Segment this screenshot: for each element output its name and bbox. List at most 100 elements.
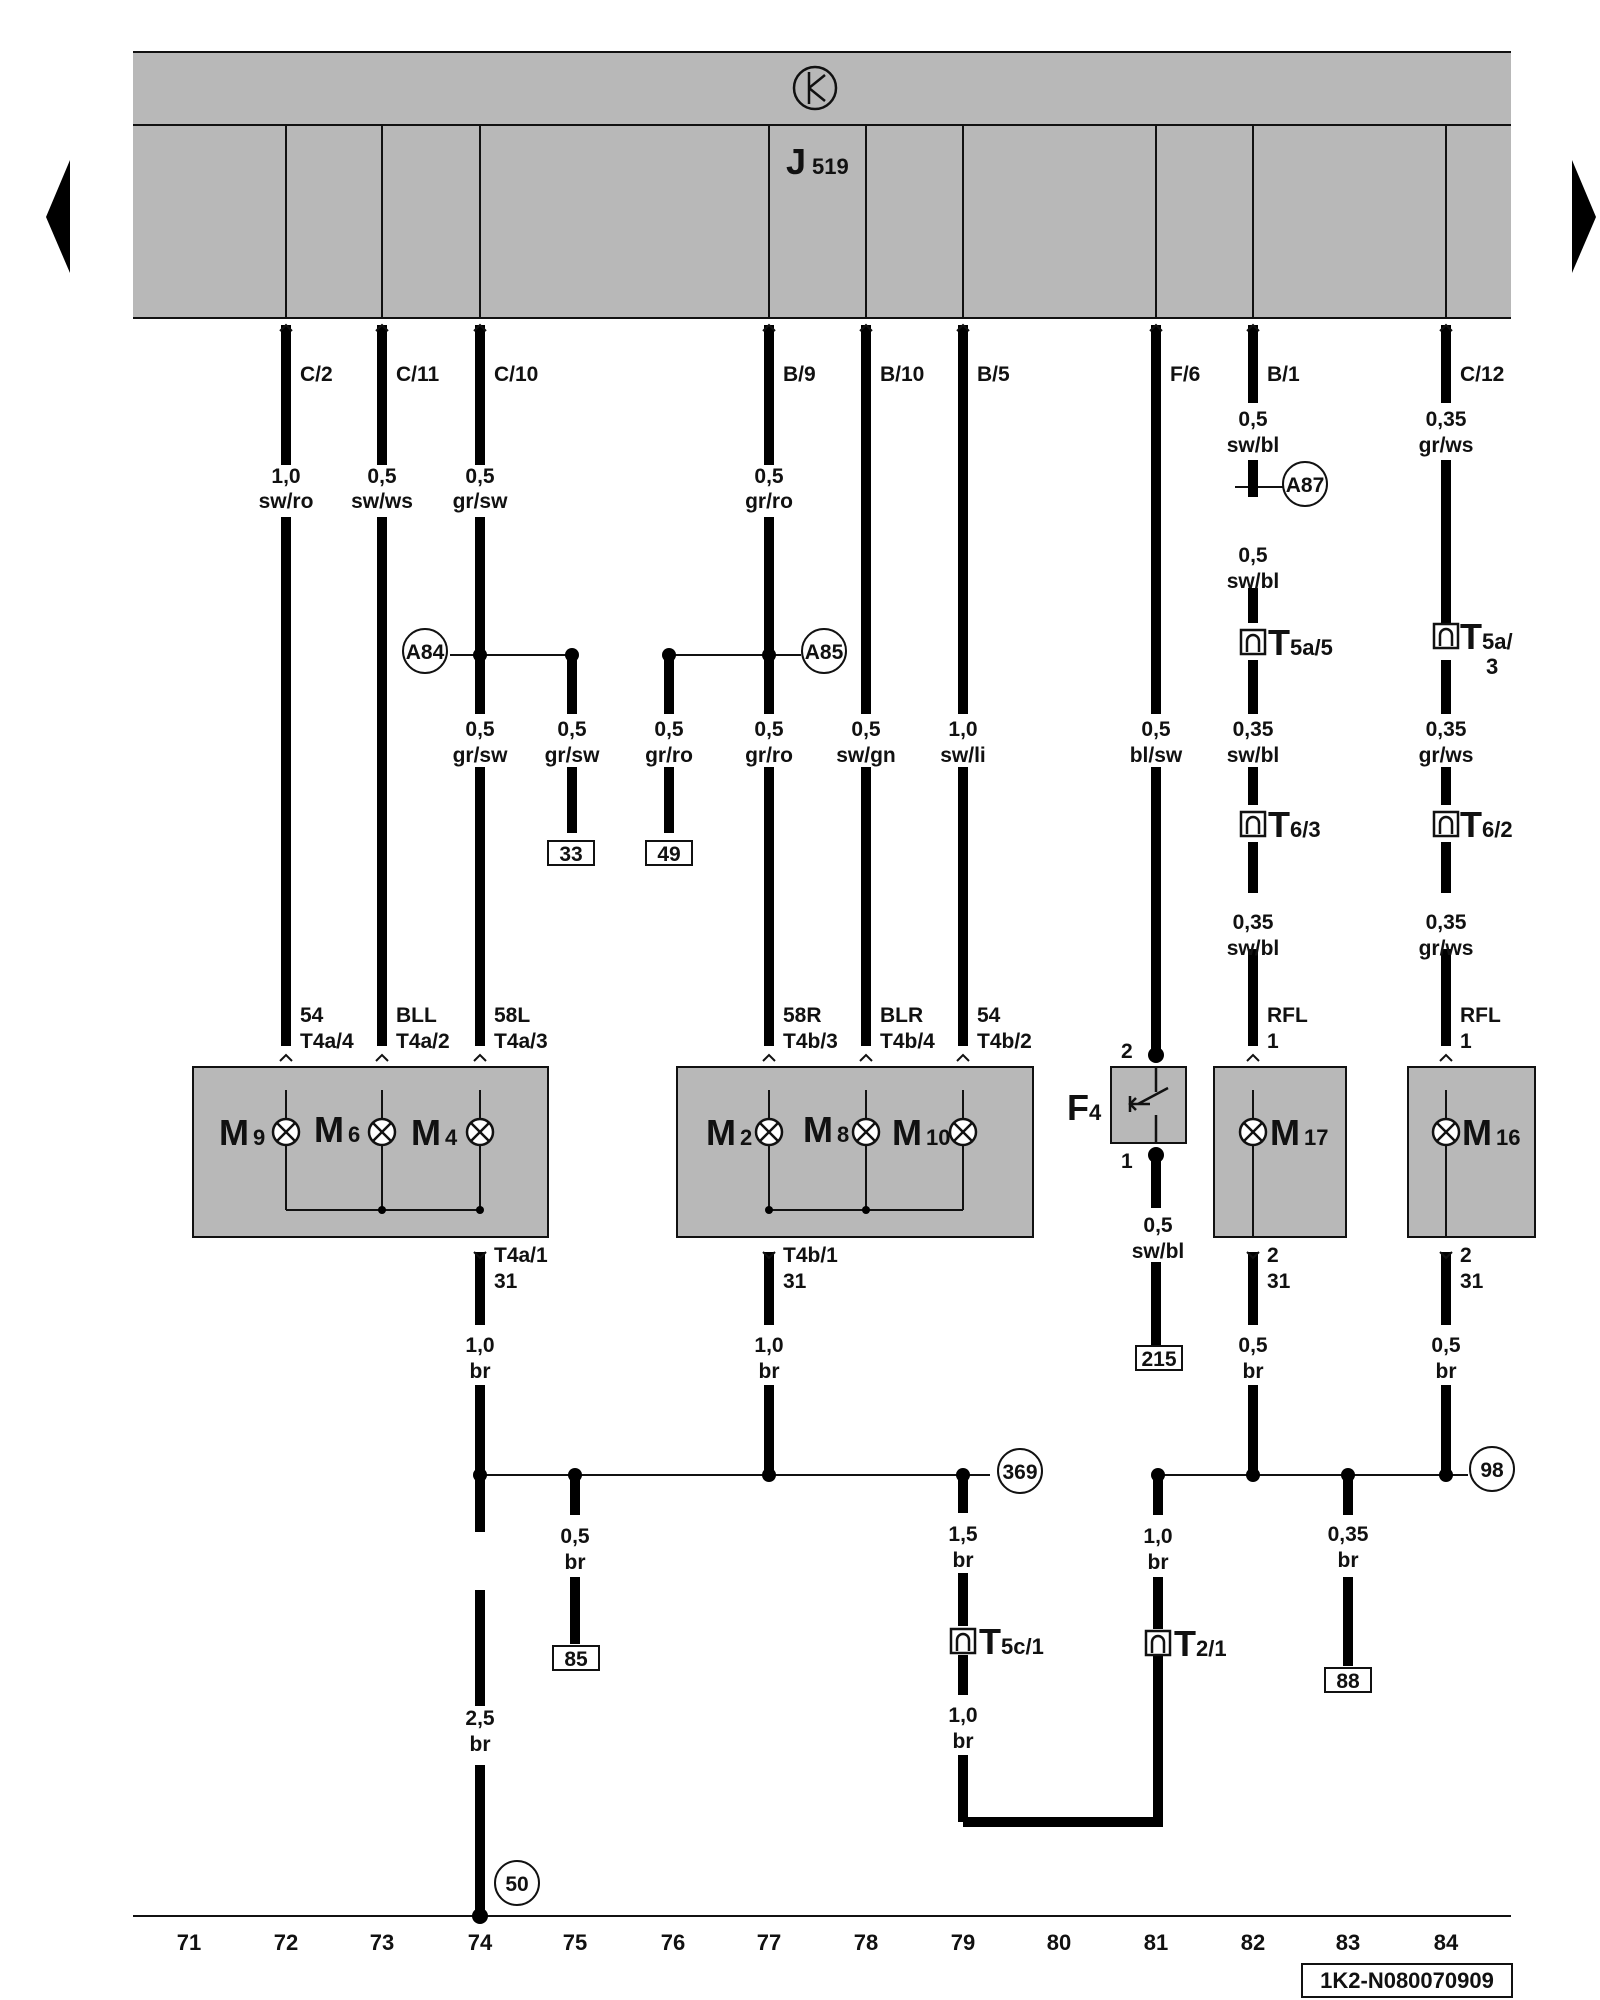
fuse-name: F xyxy=(1067,1087,1089,1128)
column-number: 71 xyxy=(177,1930,201,1955)
column-number: 77 xyxy=(757,1930,781,1955)
pin-label: B/5 xyxy=(977,363,1010,386)
wire-size: 0,35 xyxy=(1426,408,1467,431)
wire-size: 0,5 xyxy=(1141,718,1171,741)
connector-icon xyxy=(1239,810,1267,838)
terminal-label: 31 xyxy=(1267,1270,1291,1293)
wire-color: sw/bl xyxy=(1132,1240,1185,1263)
junction-a84: A84 xyxy=(406,641,445,664)
column-number: 81 xyxy=(1144,1930,1168,1955)
wire-size: 0,35 xyxy=(1426,911,1467,934)
connector-t5a5-pin: 5a/5 xyxy=(1290,635,1333,660)
ref-box xyxy=(1135,1345,1183,1371)
wire-size: 0,5 xyxy=(1143,1214,1173,1237)
lamp-m16-number: 16 xyxy=(1496,1125,1520,1150)
ref-box xyxy=(552,1645,600,1671)
lamp-m17-name: M xyxy=(1270,1112,1300,1153)
terminal-label: 58R xyxy=(783,1004,822,1027)
connector-icon xyxy=(949,1627,977,1655)
terminal-label: T4a/2 xyxy=(396,1030,450,1053)
pin-label: C/2 xyxy=(300,363,333,386)
ref-box xyxy=(1324,1667,1372,1693)
wire-color: br xyxy=(565,1551,586,1574)
terminal-label: 31 xyxy=(494,1270,518,1293)
connector-t5a5-label: T xyxy=(1268,622,1290,663)
connector-t63-pin: 6/3 xyxy=(1290,817,1321,842)
column-number: 74 xyxy=(468,1930,493,1955)
wire-labels: 1,0sw/ro 0,5sw/ws 0,5gr/sw 0,5gr/ro 0,5s… xyxy=(255,408,1473,1756)
wire-color: sw/gn xyxy=(836,744,896,767)
wire-size: 2,5 xyxy=(465,1707,495,1730)
connector-icon xyxy=(1239,628,1267,656)
wire-color: br xyxy=(1338,1549,1359,1572)
terminal-label: 1 xyxy=(1460,1030,1472,1053)
fuse-pin-label: 1 xyxy=(1121,1150,1133,1173)
junction-dots xyxy=(378,482,1453,1924)
wire-color: gr/ws xyxy=(1419,434,1474,457)
terminal-label: 54 xyxy=(300,1004,324,1027)
terminal-label: T4b/4 xyxy=(880,1030,935,1053)
column-number: 78 xyxy=(854,1930,878,1955)
drawing-id: 1K2-N080070909 xyxy=(1320,1968,1494,1993)
pin-label: C/12 xyxy=(1460,363,1504,386)
lamp-m2-name: M xyxy=(706,1112,736,1153)
lamp-housing-middle xyxy=(676,1066,1034,1238)
wire-color: gr/sw xyxy=(453,744,509,767)
wire-size: 1,0 xyxy=(465,1334,494,1357)
wire-size: 0,5 xyxy=(1238,408,1268,431)
wire-size: 0,5 xyxy=(367,465,397,488)
electronic-module-icon xyxy=(792,65,838,111)
wire-size: 0,5 xyxy=(654,718,684,741)
pin-label: B/1 xyxy=(1267,363,1300,386)
wire-color: sw/li xyxy=(940,744,986,767)
lamp-m6-number: 6 xyxy=(348,1122,360,1147)
lamp-m8-icon xyxy=(851,1117,881,1147)
wire-color: br xyxy=(470,1360,491,1383)
connector-t21-pin: 2/1 xyxy=(1196,1636,1227,1661)
ref-box-88: 88 xyxy=(1336,1670,1360,1693)
terminal-label: BLL xyxy=(396,1004,437,1027)
wire-size: 0,5 xyxy=(557,718,587,741)
terminal-label: RFL xyxy=(1460,1004,1501,1027)
ref-circle-98: 98 xyxy=(1480,1459,1504,1482)
junction-a85: A85 xyxy=(805,641,844,664)
column-number: 72 xyxy=(274,1930,298,1955)
ref-circle-369: 369 xyxy=(1002,1461,1037,1484)
wire-color: sw/bl xyxy=(1227,434,1280,457)
wire-size: 0,35 xyxy=(1233,911,1274,934)
junction-markers: A84 A85 A87 xyxy=(402,461,1328,674)
wire-size: 0,5 xyxy=(754,465,784,488)
ref-box xyxy=(547,840,595,866)
connector-symbols: T 5a/5 T 5a/ 3 T 6/3 T 6/2 T 5c/1 T 2/1 xyxy=(949,616,1513,1664)
lamp-m2-number: 2 xyxy=(740,1125,752,1150)
wire-color: br xyxy=(1148,1551,1169,1574)
lamp-housing-left xyxy=(192,1066,549,1238)
connector-t5c1-pin: 5c/1 xyxy=(1001,1634,1044,1659)
connector-t21-label: T xyxy=(1174,1623,1196,1664)
column-number: 83 xyxy=(1336,1930,1360,1955)
ecu-pin-labels: C/2 C/11 C/10 B/9 B/10 B/5 F/6 B/1 C/12 xyxy=(300,363,1504,386)
wire-color: gr/sw xyxy=(453,490,509,513)
terminal-label: 54 xyxy=(977,1004,1001,1027)
wire-color: br xyxy=(1436,1360,1457,1383)
lamp-m6-name: M xyxy=(314,1109,344,1150)
wire-color: br xyxy=(759,1360,780,1383)
wire-size: 0,5 xyxy=(465,465,495,488)
lamp-m9-name: M xyxy=(219,1112,249,1153)
wire-size: 0,35 xyxy=(1426,718,1467,741)
lamp-labels: M 9 M 6 M 4 M 2 M 8 M 10 M 17 M 16 xyxy=(219,1109,1520,1153)
terminal-label: T4b/3 xyxy=(783,1030,838,1053)
wire-color: gr/sw xyxy=(545,744,601,767)
terminal-label: 1 xyxy=(1267,1030,1279,1053)
ref-box xyxy=(645,840,693,866)
drawing-id-box xyxy=(1301,1963,1513,1998)
lamp-m17-number: 17 xyxy=(1304,1125,1328,1150)
junction-a87: A87 xyxy=(1286,474,1325,497)
prev-page-arrow-icon[interactable] xyxy=(46,160,70,273)
next-page-arrow-icon[interactable] xyxy=(1572,160,1596,273)
lamp-m10-icon xyxy=(948,1117,978,1147)
lamp-m8-number: 8 xyxy=(837,1122,849,1147)
column-number: 84 xyxy=(1434,1930,1459,1955)
terminal-label: T4a/4 xyxy=(300,1030,354,1053)
connector-t5a3-pin-line2: 3 xyxy=(1486,654,1498,679)
